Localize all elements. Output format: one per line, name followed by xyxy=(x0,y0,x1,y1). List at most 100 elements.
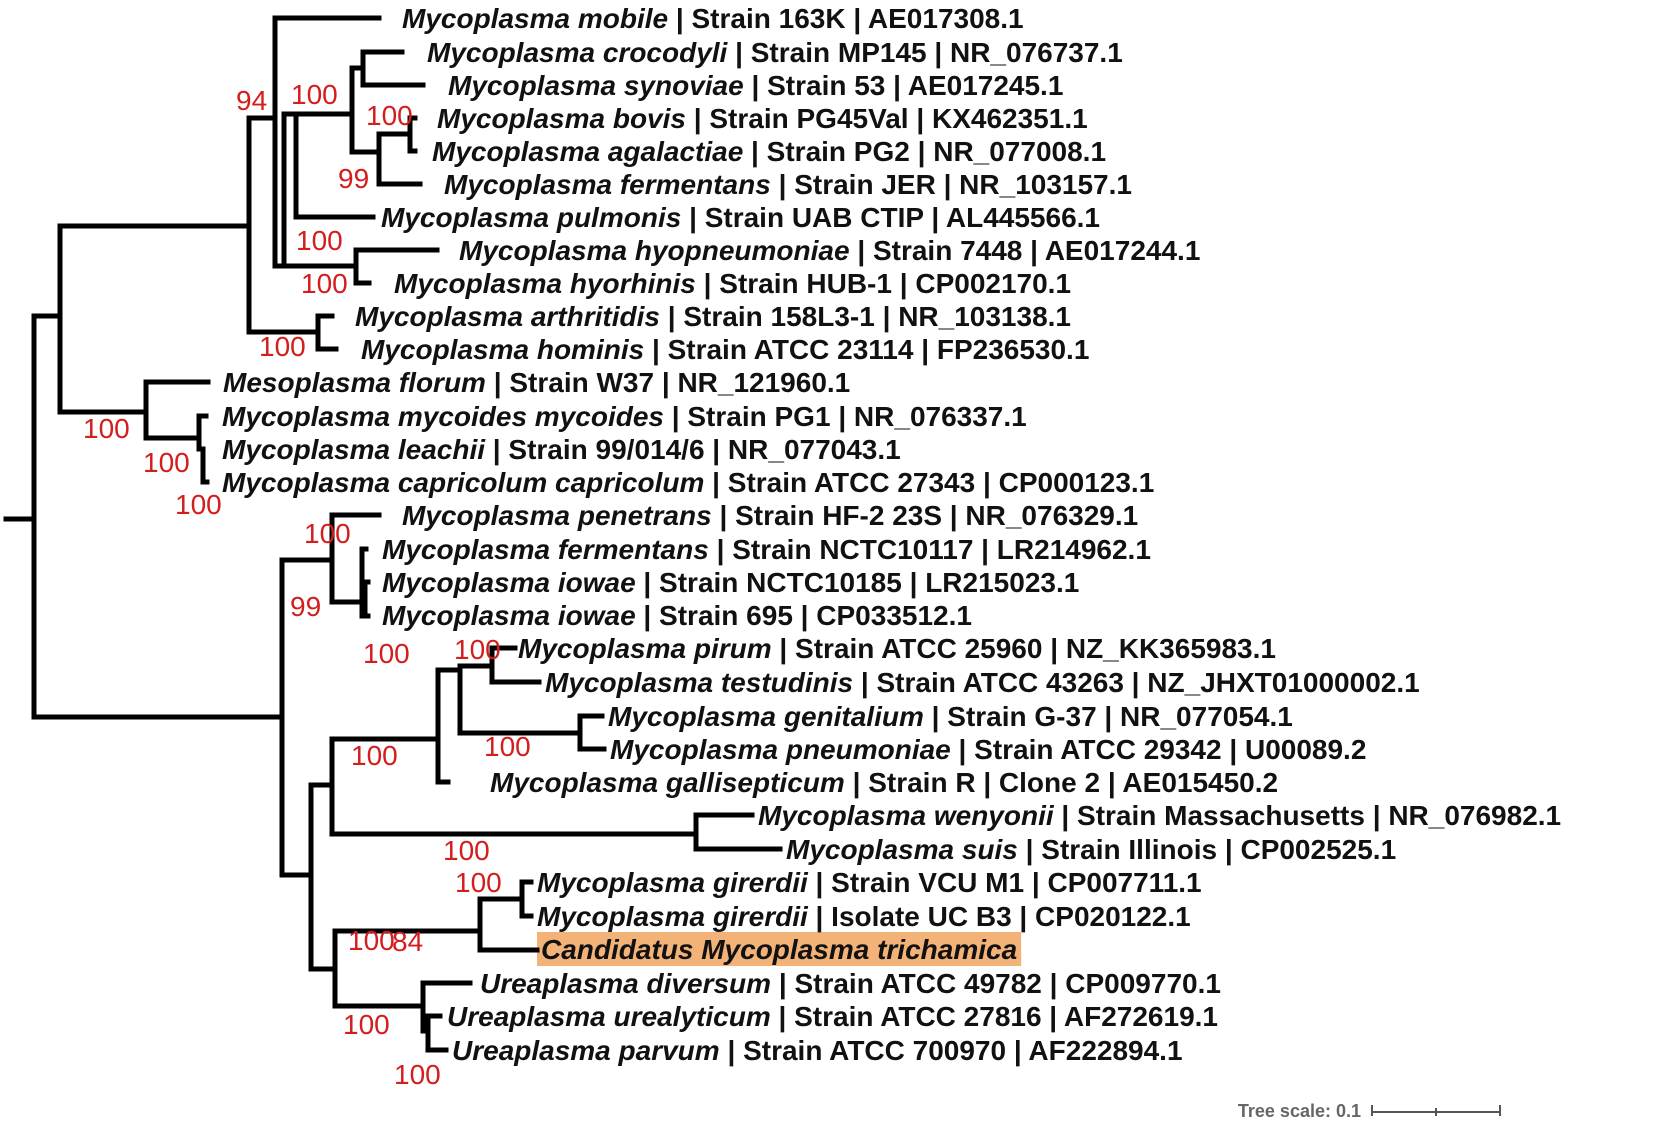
leaf-label: Mycoplasma fermentans | Strain NCTC10117… xyxy=(382,534,1151,565)
leaf-label: Mycoplasma bovis | Strain PG45Val | KX46… xyxy=(437,103,1088,134)
leaf-label: Mycoplasma iowae | Strain 695 | CP033512… xyxy=(382,600,972,631)
leaf-label: Mycoplasma hominis | Strain ATCC 23114 |… xyxy=(361,334,1089,365)
bootstrap-value: 84 xyxy=(392,926,423,957)
species-name: Mycoplasma girerdii xyxy=(537,901,809,932)
leaf-label: Candidatus Mycoplasma trichamica xyxy=(541,934,1017,965)
bootstrap-value: 100 xyxy=(366,100,413,131)
bootstrap-value: 100 xyxy=(143,447,190,478)
leaf-labels: Mycoplasma mobile | Strain 163K | AE0173… xyxy=(222,3,1561,1066)
leaf-label: Mycoplasma agalactiae | Strain PG2 | NR_… xyxy=(432,136,1106,167)
bootstrap-value: 100 xyxy=(175,489,222,520)
species-name: Mycoplasma mobile xyxy=(402,3,668,34)
strain-accession: | Strain MP145 | NR_076737.1 xyxy=(727,37,1122,68)
strain-accession: | Strain ATCC 25960 | NZ_KK365983.1 xyxy=(772,633,1276,664)
tree-branches xyxy=(3,15,783,1053)
strain-accession: | Strain PG1 | NR_076337.1 xyxy=(664,401,1027,432)
strain-accession: | Strain JER | NR_103157.1 xyxy=(771,169,1132,200)
species-name: Mycoplasma pneumoniae xyxy=(610,734,951,765)
leaf-label: Mycoplasma mobile | Strain 163K | AE0173… xyxy=(402,3,1024,34)
strain-accession: | Strain VCU M1 | CP007711.1 xyxy=(808,867,1202,898)
strain-accession: | Strain UAB CTIP | AL445566.1 xyxy=(681,202,1100,233)
strain-accession: | Strain ATCC 27816 | AF272619.1 xyxy=(771,1001,1218,1032)
species-name: Mycoplasma crocodyli xyxy=(427,37,729,68)
leaf-label: Mycoplasma hyorhinis | Strain HUB-1 | CP… xyxy=(394,268,1071,299)
strain-accession: | Strain NCTC10117 | LR214962.1 xyxy=(709,534,1151,565)
species-name: Mycoplasma suis xyxy=(786,834,1018,865)
species-name: Mycoplasma bovis xyxy=(437,103,686,134)
strain-accession: | Strain HF-2 23S | NR_076329.1 xyxy=(712,500,1139,531)
species-name: Mycoplasma penetrans xyxy=(402,500,712,531)
leaf-label: Mycoplasma hyopneumoniae | Strain 7448 |… xyxy=(459,235,1200,266)
species-name: Ureaplasma diversum xyxy=(480,968,771,999)
strain-accession: | Strain PG45Val | KX462351.1 xyxy=(686,103,1088,134)
strain-accession: | Strain HUB-1 | CP002170.1 xyxy=(696,268,1071,299)
strain-accession: | Strain 158L3-1 | NR_103138.1 xyxy=(660,301,1071,332)
leaf-label: Mycoplasma pulmonis | Strain UAB CTIP | … xyxy=(381,202,1100,233)
species-name: Mycoplasma pulmonis xyxy=(381,202,681,233)
leaf-label: Mycoplasma capricolum capricolum | Strai… xyxy=(222,467,1154,498)
leaf-label: Mycoplasma suis | Strain Illinois | CP00… xyxy=(786,834,1396,865)
species-name: Mycoplasma pirum xyxy=(518,633,772,664)
highlight-box xyxy=(537,932,1022,966)
species-name: Mycoplasma hyopneumoniae xyxy=(459,235,850,266)
leaf-label: Mycoplasma genitalium | Strain G-37 | NR… xyxy=(608,701,1293,732)
strain-accession: | Strain ATCC 23114 | FP236530.1 xyxy=(644,334,1089,365)
bootstrap-value: 100 xyxy=(348,925,395,956)
bootstrap-value: 100 xyxy=(343,1009,390,1040)
bootstrap-value: 94 xyxy=(236,85,267,116)
leaf-label: Mycoplasma penetrans | Strain HF-2 23S |… xyxy=(402,500,1138,531)
strain-accession: | Strain ATCC 27343 | CP000123.1 xyxy=(704,467,1154,498)
bootstrap-value: 100 xyxy=(484,731,531,762)
strain-accession: | Strain W37 | NR_121960.1 xyxy=(486,367,850,398)
species-name: Mycoplasma fermentans xyxy=(444,169,771,200)
leaf-label: Ureaplasma parvum | Strain ATCC 700970 |… xyxy=(452,1035,1183,1066)
strain-accession: | Strain 163K | AE017308.1 xyxy=(668,3,1024,34)
bootstrap-value: 100 xyxy=(301,268,348,299)
bootstrap-value: 100 xyxy=(394,1059,441,1090)
species-name: Ureaplasma parvum xyxy=(452,1035,720,1066)
bootstrap-value: 100 xyxy=(363,638,410,669)
leaf-label: Mycoplasma pirum | Strain ATCC 25960 | N… xyxy=(518,633,1276,664)
leaf-label: Mycoplasma crocodyli | Strain MP145 | NR… xyxy=(427,37,1123,68)
bootstrap-value: 100 xyxy=(455,867,502,898)
leaf-label: Mycoplasma testudinis | Strain ATCC 4326… xyxy=(545,667,1420,698)
leaf-label: Mycoplasma fermentans | Strain JER | NR_… xyxy=(444,169,1132,200)
strain-accession: | Strain NCTC10185 | LR215023.1 xyxy=(636,567,1080,598)
species-name: Mycoplasma capricolum capricolum xyxy=(222,467,704,498)
strain-accession: | Strain 695 | CP033512.1 xyxy=(636,600,972,631)
leaf-label: Mycoplasma leachii | Strain 99/014/6 | N… xyxy=(222,434,901,465)
species-name: Mycoplasma wenyonii xyxy=(758,800,1055,831)
species-name: Candidatus Mycoplasma trichamica xyxy=(541,934,1017,965)
bootstrap-value: 100 xyxy=(83,413,130,444)
species-name: Mycoplasma leachii xyxy=(222,434,486,465)
bootstrap-value: 100 xyxy=(443,835,490,866)
strain-accession: | Strain 99/014/6 | NR_077043.1 xyxy=(485,434,901,465)
species-name: Mycoplasma fermentans xyxy=(382,534,709,565)
species-name: Mycoplasma testudinis xyxy=(545,667,853,698)
strain-accession: | Strain ATCC 49782 | CP009770.1 xyxy=(771,968,1221,999)
strain-accession: | Strain Illinois | CP002525.1 xyxy=(1018,834,1396,865)
tree-scale-bar: Tree scale: 0.1 xyxy=(1238,1101,1501,1121)
bootstrap-value: 100 xyxy=(351,740,398,771)
leaf-label: Mycoplasma pneumoniae | Strain ATCC 2934… xyxy=(610,734,1366,765)
species-name: Mycoplasma hominis xyxy=(361,334,644,365)
leaf-label: Mycoplasma gallisepticum | Strain R | Cl… xyxy=(490,767,1278,798)
leaf-label: Mycoplasma girerdii | Isolate UC B3 | CP… xyxy=(537,901,1191,932)
leaf-label: Mycoplasma iowae | Strain NCTC10185 | LR… xyxy=(382,567,1079,598)
bootstrap-value: 100 xyxy=(296,225,343,256)
leaf-label: Mesoplasma florum | Strain W37 | NR_1219… xyxy=(223,367,850,398)
bootstrap-value: 99 xyxy=(338,163,369,194)
species-name: Mycoplasma arthritidis xyxy=(355,301,660,332)
strain-accession: | Strain G-37 | NR_077054.1 xyxy=(924,701,1293,732)
strain-accession: | Strain 53 | AE017245.1 xyxy=(744,70,1064,101)
species-name: Mycoplasma iowae xyxy=(382,600,636,631)
tree-scale-label: Tree scale: 0.1 xyxy=(1238,1101,1361,1121)
species-name: Mycoplasma synoviae xyxy=(448,70,744,101)
bootstrap-value: 100 xyxy=(259,331,306,362)
species-name: Mesoplasma florum xyxy=(223,367,486,398)
strain-accession: | Strain Massachusetts | NR_076982.1 xyxy=(1054,800,1561,831)
leaf-label: Mycoplasma arthritidis | Strain 158L3-1 … xyxy=(355,301,1071,332)
leaf-label: Mycoplasma girerdii | Strain VCU M1 | CP… xyxy=(537,867,1202,898)
